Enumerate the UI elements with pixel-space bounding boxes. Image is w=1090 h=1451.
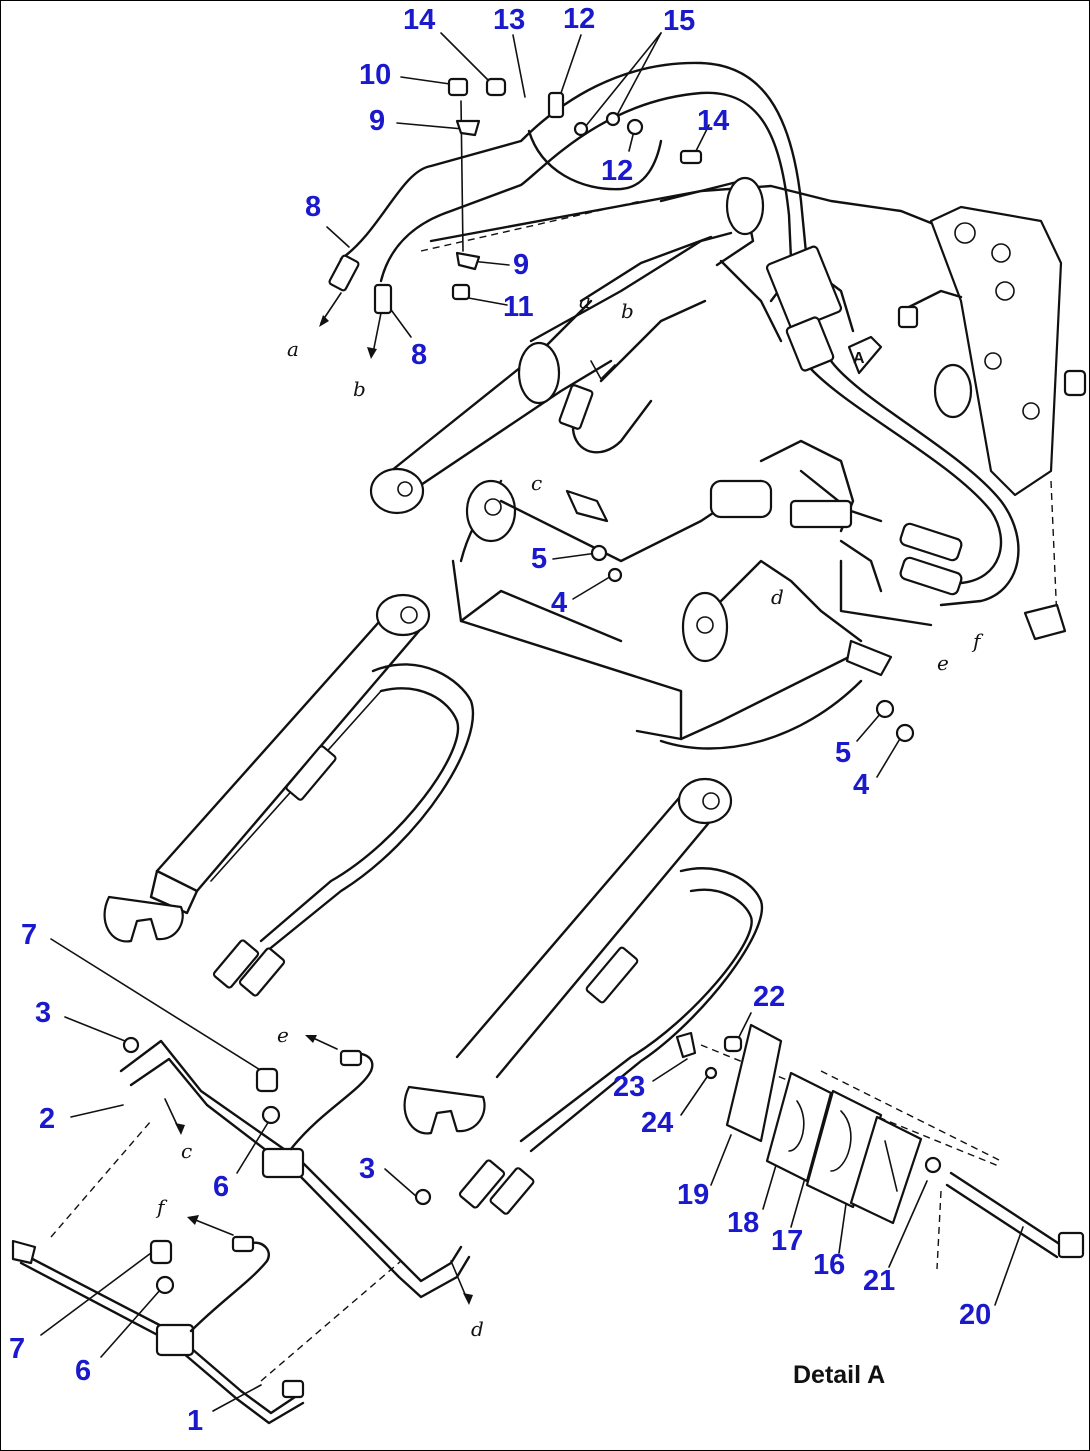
detail-a-label: Detail A: [793, 1361, 886, 1389]
callout-9: 9: [369, 105, 386, 137]
callout-13: 13: [493, 4, 526, 36]
connection-ref-c: c: [531, 471, 543, 495]
detail-a-valve-stack: [675, 1023, 1085, 1270]
callout-10: 10: [359, 59, 392, 91]
callout-8: 8: [305, 191, 322, 223]
callout-5: 5: [835, 737, 852, 769]
callout-7: 7: [21, 919, 38, 951]
callout-20: 20: [959, 1299, 992, 1331]
callout-4: 4: [551, 587, 568, 619]
callout-5: 5: [531, 543, 548, 575]
connection-ref-e: e: [937, 651, 949, 675]
callout-22: 22: [753, 981, 786, 1013]
upper-hoses: [319, 61, 809, 359]
callout-8: 8: [411, 339, 428, 371]
callout-14: 14: [697, 105, 730, 137]
callout-23: 23: [613, 1071, 646, 1103]
callout-2: 2: [39, 1103, 56, 1135]
connection-ref-b: b: [353, 377, 366, 401]
callout-6: 6: [75, 1355, 92, 1387]
frame-assembly: [369, 176, 1020, 750]
connection-ref-b: b: [621, 299, 634, 323]
callout-16: 16: [813, 1249, 846, 1281]
callout-18: 18: [727, 1207, 760, 1239]
callout-21: 21: [863, 1265, 896, 1297]
connection-ref-c: c: [181, 1139, 193, 1163]
connection-ref-d: d: [771, 585, 784, 609]
callout-17: 17: [771, 1225, 804, 1257]
connection-ref-f: f: [157, 1195, 165, 1219]
lift-arm-bracket: [897, 205, 1087, 641]
callout-15: 15: [663, 5, 696, 37]
callout-24: 24: [641, 1107, 674, 1139]
callout-19: 19: [677, 1179, 710, 1211]
connection-ref-a: a: [287, 337, 299, 361]
callout-12: 12: [601, 155, 634, 187]
left-lift-cylinder: [103, 593, 474, 997]
callout-4: 4: [853, 769, 870, 801]
callout-12: 12: [563, 3, 596, 35]
fasteners: [565, 489, 915, 743]
connection-ref-d: d: [471, 1317, 484, 1341]
callout-1: 1: [187, 1405, 204, 1437]
hose-clamp-block: A: [558, 245, 883, 454]
connection-ref-e: e: [277, 1023, 289, 1047]
callout-3: 3: [359, 1153, 376, 1185]
view-marker-text: A: [853, 350, 865, 367]
callout-3: 3: [35, 997, 52, 1029]
callout-7: 7: [9, 1333, 26, 1365]
callout-14: 14: [403, 4, 436, 36]
lower-piping: [11, 1035, 473, 1425]
callout-9: 9: [513, 249, 530, 281]
callout-11: 11: [503, 291, 534, 323]
callout-6: 6: [213, 1171, 230, 1203]
connection-ref-a: a: [579, 289, 591, 313]
right-lift-cylinder: [403, 777, 764, 1215]
connection-ref-f: f: [973, 629, 981, 653]
